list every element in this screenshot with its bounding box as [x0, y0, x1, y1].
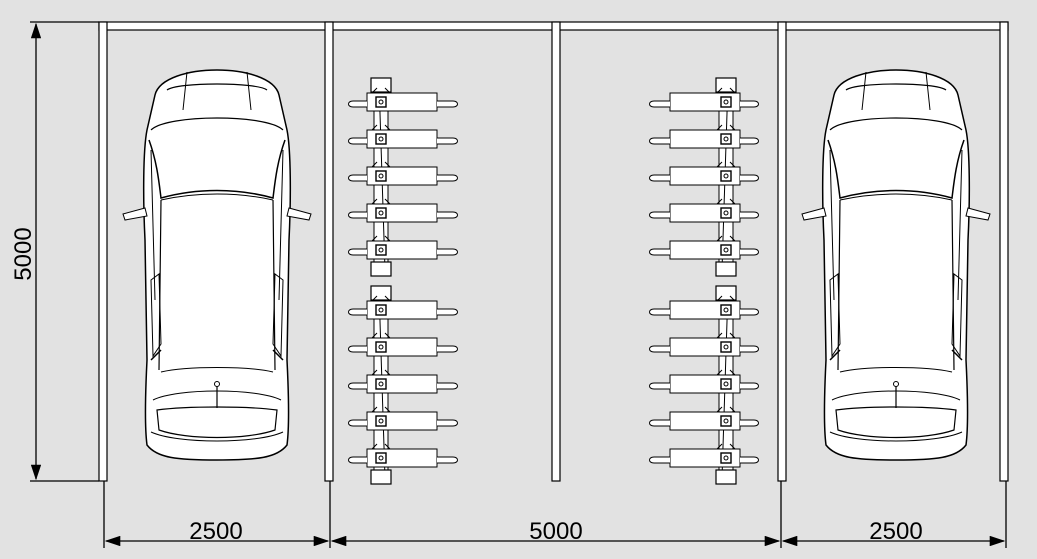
bike-rack-right-bottom [650, 286, 759, 484]
car-right [801, 69, 991, 461]
dimension-label-left-bay: 2500 [189, 518, 243, 545]
dimension-label-depth: 5000 [10, 227, 37, 281]
dimension-label-middle-bay: 5000 [529, 518, 583, 545]
car-left [122, 69, 312, 461]
dimension-label-right-bay: 2500 [869, 518, 923, 545]
bike-rack-left-bottom [349, 286, 458, 484]
bike-rack-left-top [349, 78, 458, 276]
dimension-lines [30, 21, 1007, 548]
canopy-structure [98, 21, 1009, 482]
bike-rack-right-top [650, 78, 759, 276]
